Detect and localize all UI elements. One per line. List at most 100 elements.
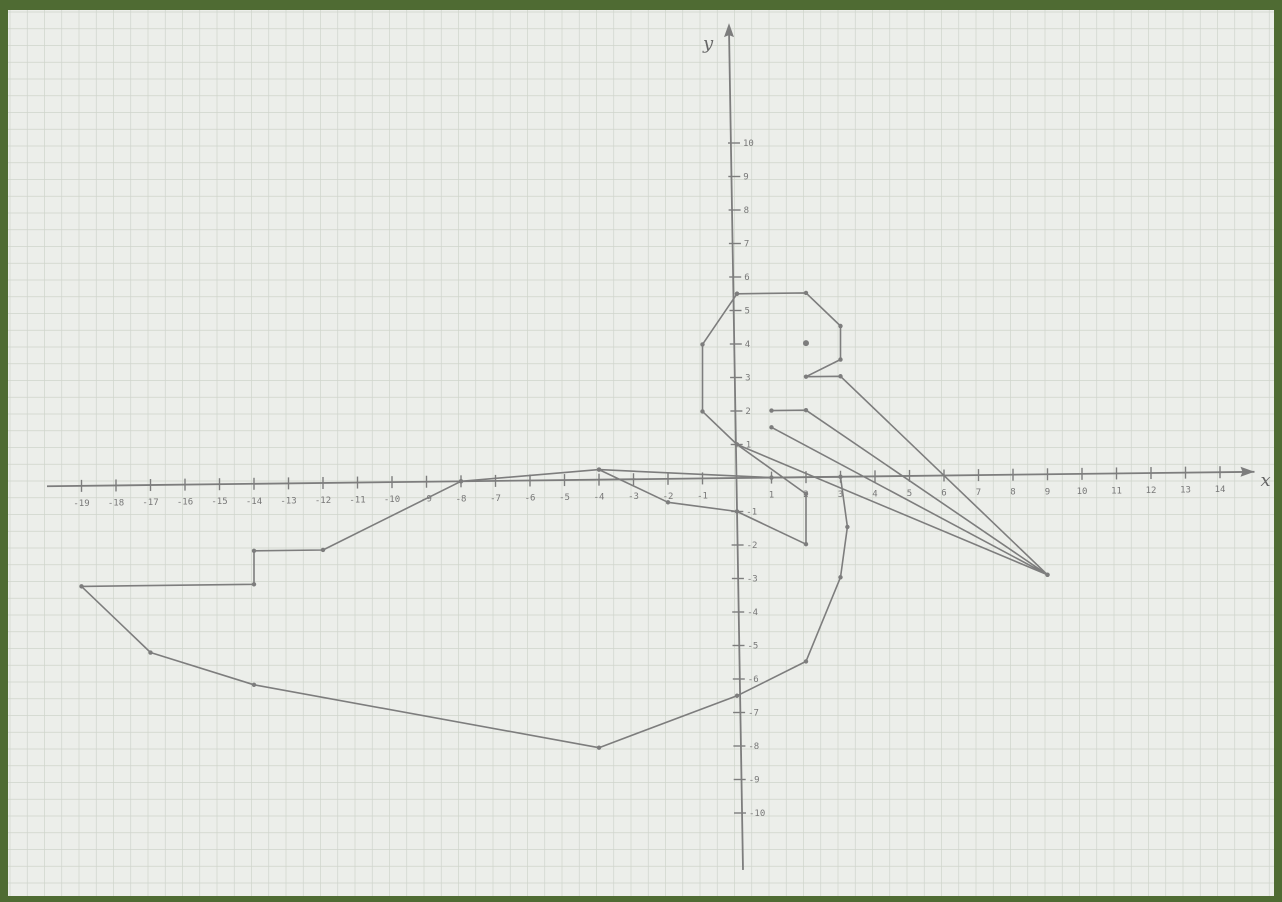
beak-lower-vertex <box>803 407 809 413</box>
x-tick-label: 14 <box>1215 485 1226 495</box>
drawing-shapes <box>79 290 1050 750</box>
y-tick-label: 3 <box>745 374 750 384</box>
head-vertex <box>838 357 843 362</box>
x-tick-label: -7 <box>490 494 501 504</box>
body-vertex <box>845 524 850 530</box>
head-vertex <box>838 374 843 379</box>
body-vertex <box>838 474 843 479</box>
x-tick-label: -10 <box>384 495 400 505</box>
y-tick-label: 6 <box>744 273 749 283</box>
x-tick-label: -17 <box>142 498 158 508</box>
head-vertex <box>734 291 740 296</box>
head-vertex <box>803 290 809 296</box>
x-tick-label: 10 <box>1077 487 1088 497</box>
x-tick-label: -12 <box>315 496 331 506</box>
neck-vertex <box>803 491 809 497</box>
beak-lower-vertex <box>1045 572 1050 577</box>
head-vertex <box>803 374 809 379</box>
x-tick-label: -2 <box>663 492 674 502</box>
tail-line-vertex <box>665 500 671 505</box>
y-tick-label: -10 <box>749 809 765 819</box>
neck-outline <box>736 443 807 545</box>
x-tick-label: 3 <box>838 490 843 500</box>
x-tick-label: -11 <box>349 496 365 506</box>
tail-line-vertex <box>596 467 602 472</box>
y-tick-label: -8 <box>748 742 759 752</box>
head-vertex <box>700 342 705 347</box>
body-vertex <box>769 475 774 480</box>
x-tick-label: 12 <box>1146 486 1157 496</box>
y-tick-label: 8 <box>744 206 749 216</box>
body-vertex <box>458 479 464 484</box>
beak-lower-vertex <box>769 425 774 430</box>
y-tick-label: -2 <box>747 541 758 551</box>
body-vertex <box>251 682 257 687</box>
body-vertex <box>251 548 257 553</box>
head-vertex <box>838 323 843 329</box>
y-tick-label: 2 <box>745 407 750 417</box>
y-axis-arrow <box>724 23 734 38</box>
body-vertex <box>320 547 326 553</box>
x-tick-label: -13 <box>280 496 296 506</box>
x-tick-label: -3 <box>628 492 639 502</box>
x-tick-label: 6 <box>941 489 946 499</box>
y-tick-label: -4 <box>747 608 758 618</box>
x-axis-label: x <box>1261 470 1271 491</box>
body-vertex <box>79 584 84 589</box>
neck-vertex <box>803 541 809 547</box>
x-tick-label: -4 <box>594 493 605 503</box>
body-vertex <box>148 650 153 655</box>
body-outline <box>80 468 849 749</box>
body-vertex <box>838 575 843 580</box>
x-tick-label: 11 <box>1111 486 1122 496</box>
y-axis-label: y <box>702 33 714 54</box>
y-tick-label: 1 <box>746 441 751 451</box>
y-axis <box>728 29 744 870</box>
x-tick-label: -19 <box>73 499 89 509</box>
x-tick-label: 13 <box>1180 486 1191 496</box>
x-tick-label: -6 <box>525 493 536 503</box>
y-tick-label: 5 <box>745 307 750 317</box>
graph-paper <box>8 10 1274 896</box>
neck-vertex <box>734 509 740 514</box>
neck-vertex <box>734 442 740 447</box>
x-tick-label: 1 <box>769 491 774 501</box>
y-tick-label: 7 <box>744 240 749 250</box>
y-tick-label: -9 <box>749 776 760 786</box>
body-vertex <box>596 745 602 750</box>
eye-point <box>803 340 809 347</box>
x-tick-label: 4 <box>872 489 877 499</box>
x-tick-label: -18 <box>108 498 124 508</box>
y-tick-label: -5 <box>748 642 759 652</box>
y-tick-label: -3 <box>747 575 758 585</box>
x-axis <box>46 470 1255 488</box>
y-tick-label: -1 <box>746 508 757 518</box>
beak-lower-vertex <box>769 408 774 413</box>
x-axis-arrow <box>1240 466 1255 477</box>
y-tick-label: 4 <box>745 340 750 350</box>
x-tick-label: -14 <box>246 497 262 507</box>
axes: xy-19-18-17-16-15-14-13-12-11-10-9-8-7-6… <box>46 23 1271 870</box>
y-tick-label: -7 <box>748 709 759 719</box>
x-tick-label: -1 <box>697 491 708 501</box>
x-tick-label: 7 <box>976 488 981 498</box>
x-tick-label: -9 <box>421 495 432 505</box>
x-tick-label: -8 <box>456 494 467 504</box>
beak-lower-outline <box>771 409 1049 576</box>
x-tick-label: 8 <box>1010 488 1015 498</box>
y-tick-label: -6 <box>748 675 759 685</box>
x-tick-label: -5 <box>559 493 570 503</box>
body-vertex <box>251 582 257 587</box>
head-vertex <box>700 409 705 414</box>
x-tick-label: 5 <box>907 489 912 499</box>
grid-lines <box>8 10 1274 896</box>
x-tick-label: 9 <box>1045 487 1050 497</box>
body-vertex <box>803 659 809 664</box>
x-tick-label: -16 <box>177 498 193 508</box>
x-tick-label: -15 <box>211 497 227 507</box>
y-tick-label: 9 <box>743 173 748 183</box>
y-tick-label: 10 <box>743 139 754 149</box>
body-vertex <box>734 693 740 698</box>
